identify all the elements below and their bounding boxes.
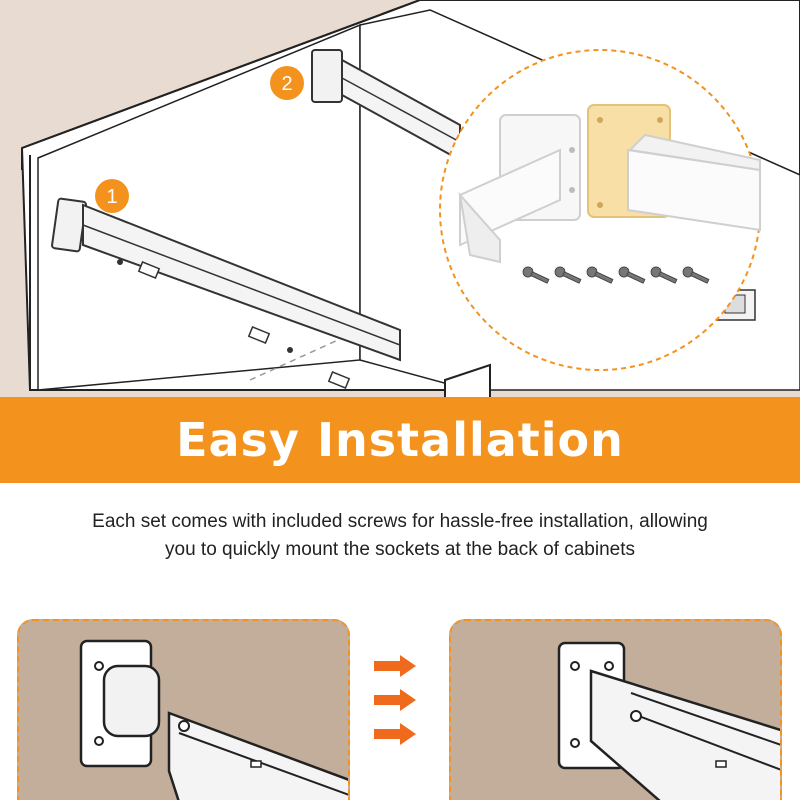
socket-unmounted [79,639,161,768]
banner-title: Easy Installation [176,413,624,467]
slide-rail-end [167,711,348,800]
arrow-right-icon [374,655,416,677]
before-panel [17,619,350,800]
white-rear-socket [458,114,581,264]
yellow-rear-socket [587,104,761,232]
description-text: Each set comes with included screws for … [0,508,800,564]
arrow-right-icon [374,689,416,711]
description-line-1: Each set comes with included screws for … [92,511,708,532]
step-badge-1: 1 [95,179,129,213]
screws [522,266,710,284]
slide-rail-1 [51,197,401,389]
arrow-right-icon [374,723,416,745]
slide-rail-2 [311,49,461,162]
product-zoom-circle [439,49,761,371]
svg-text:2: 2 [281,73,292,95]
transition-arrows [372,655,422,755]
after-panel [449,619,782,800]
step-badge-2: 2 [270,66,304,100]
description-line-2: you to quickly mount the sockets at the … [165,539,635,560]
cabinet-illustration: 1 2 [0,0,800,400]
title-banner: Easy Installation [0,397,800,483]
slide-rail-inserted [589,669,780,800]
svg-text:1: 1 [106,186,117,208]
